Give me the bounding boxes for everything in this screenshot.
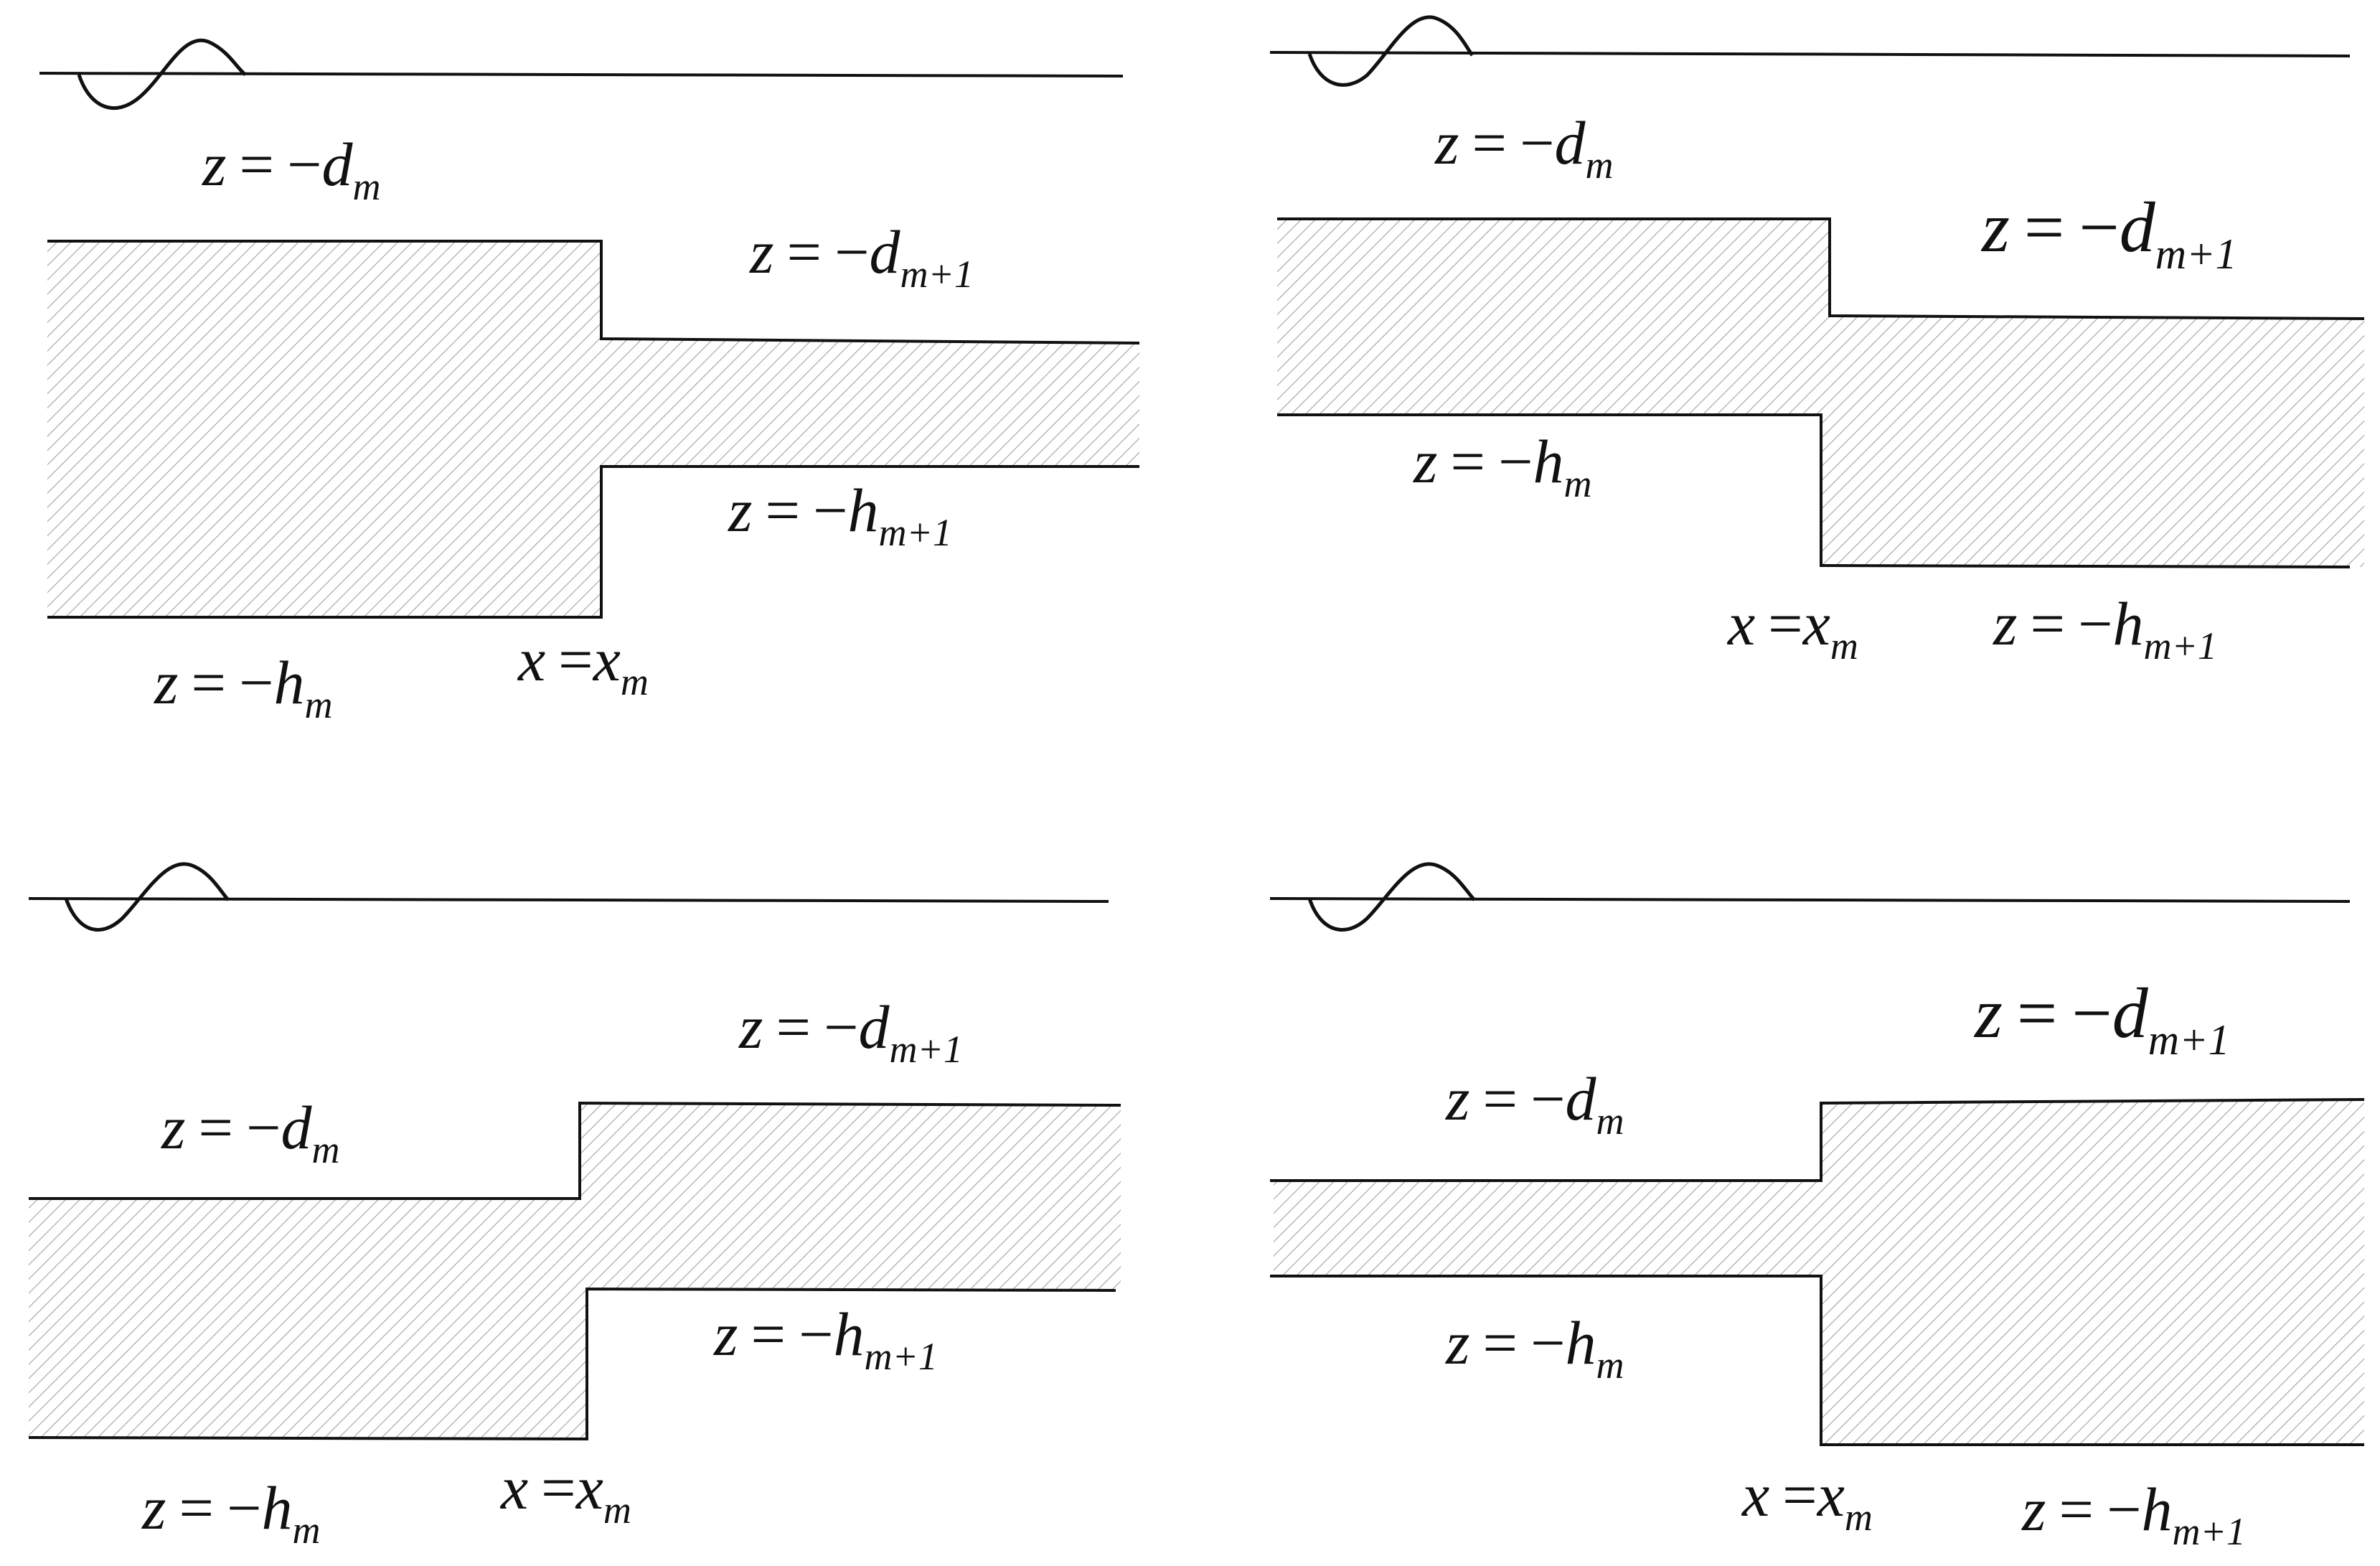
label-z-minus-h-m: z=−hm (1445, 1308, 1624, 1387)
water-surface-line (1269, 51, 2351, 57)
upper-boundary-line (47, 240, 1140, 344)
label-z-minus-d-m: z=−dm (1434, 108, 1614, 187)
label-z-minus-h-m-plus-1: z=−hm+1 (2021, 1475, 2246, 1553)
label-z-minus-d-m: z=−dm (161, 1093, 340, 1171)
label-z-minus-h-m-plus-1: z=−hm+1 (728, 476, 952, 554)
label-x-equals-x-m: x=xm (1741, 1460, 1873, 1539)
upper-boundary-line (1270, 1098, 2365, 1182)
label-z-minus-h-m: z=−hm (141, 1473, 321, 1552)
lower-boundary-line (47, 465, 1139, 619)
incident-wave-icon (1307, 862, 1476, 932)
hatched-body-right-lower (1821, 316, 2364, 567)
hatched-body-left-lower (29, 1199, 587, 1439)
hatched-body-left-thin (1274, 1181, 1821, 1276)
panel-bottom-left: z=−dm+1 z=−dm z=−hm+1 z=−hm x=xm (28, 862, 1121, 1552)
upper-boundary-line (1277, 217, 2365, 320)
incident-wave-icon (77, 38, 247, 111)
panel-top-left: z=−dm z=−dm+1 z=−hm+1 z=−hm x=xm (39, 38, 1140, 726)
hatched-body-right-upper (580, 1103, 1121, 1290)
label-z-minus-h-m: z=−hm (154, 648, 333, 726)
label-x-equals-x-m: x=xm (1726, 589, 1858, 667)
label-z-minus-d-m-plus-1: z=−dm+1 (738, 993, 963, 1071)
lower-boundary-line (1270, 1275, 2364, 1446)
lower-boundary-line (1277, 413, 2351, 568)
label-z-minus-d-m-plus-1: z=−dm+1 (1973, 973, 2230, 1064)
label-z-minus-d-m: z=−dm (1445, 1064, 1624, 1143)
label-x-equals-x-m: x=xm (499, 1453, 631, 1532)
label-z-minus-d-m-plus-1: z=−dm+1 (749, 217, 974, 296)
label-z-minus-h-m-plus-1: z=−hm+1 (1993, 589, 2217, 667)
hatched-body-right-thick (1821, 1100, 2364, 1445)
hatched-body-left-upper (1277, 219, 1830, 415)
water-surface-line (1269, 897, 2351, 903)
label-z-minus-d-m-plus-1: z=−dm+1 (1980, 187, 2237, 278)
hatched-body-right-thin (601, 339, 1139, 466)
hatched-body-left-thick (47, 241, 601, 617)
incident-wave-icon (64, 862, 230, 932)
water-surface-line (39, 72, 1124, 78)
panel-bottom-right: z=−dm+1 z=−dm z=−hm x=xm z=−hm+1 (1269, 862, 2365, 1553)
water-surface-line (28, 897, 1109, 903)
incident-wave-icon (1307, 15, 1474, 87)
label-z-minus-h-m-plus-1: z=−hm+1 (713, 1300, 938, 1378)
label-x-equals-x-m: x=xm (517, 625, 649, 703)
lower-boundary-line (28, 1287, 1116, 1441)
upper-boundary-line (29, 1101, 1121, 1200)
label-z-minus-h-m: z=−hm (1413, 427, 1592, 505)
panel-top-right: z=−dm z=−dm+1 z=−hm x=xm z=−hm+1 (1269, 15, 2365, 667)
label-z-minus-d-m: z=−dm (202, 130, 381, 208)
